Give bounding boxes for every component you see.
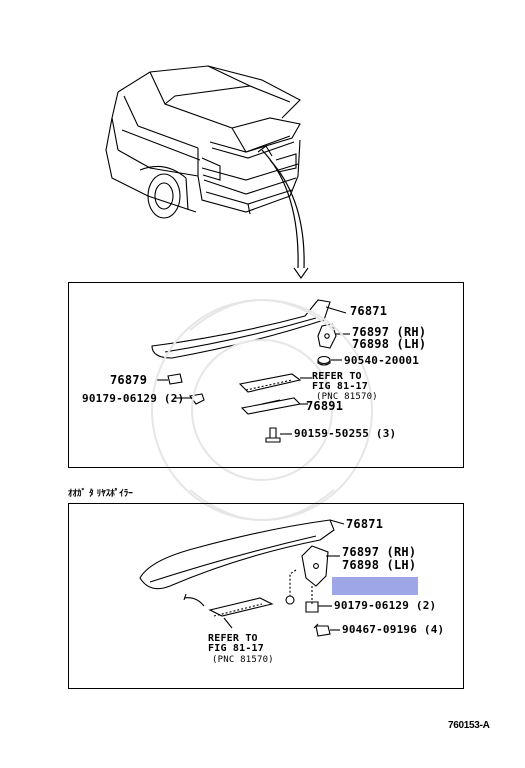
label-spoiler-bottom: 76871 (346, 517, 384, 531)
section-caption: ｵｵｶﾞ ﾀ ﾘﾔｽﾎﾟｲﾗｰ (68, 489, 133, 499)
label-ref-line1-top: REFER TO (312, 371, 362, 382)
label-ref-line1-bottom: REFER TO (208, 633, 258, 644)
label-bracket-lh-top: 76898 (LH) (352, 337, 427, 351)
top-parts-frame (68, 282, 464, 468)
label-spoiler-top: 76871 (350, 304, 388, 318)
label-ref-line3-bottom: (PNC 81570) (212, 655, 274, 665)
label-bolt-top: 90159-50255 (3) (294, 427, 397, 440)
car-illustration (105, 65, 309, 279)
label-clip-top: 90179-06129 (2) (82, 392, 185, 405)
label-pad-top: 76891 (306, 399, 344, 413)
label-ref-line2-top: FIG 81-17 (312, 381, 368, 392)
label-bracket-lh-bottom: 76898 (LH) (342, 558, 417, 572)
label-nut-bottom: 90467-09196 (4) (342, 623, 445, 636)
label-ref-line3-top: (PNC 81570) (316, 392, 378, 402)
label-ref-line2-bottom: FIG 81-17 (208, 643, 264, 654)
label-bracket-rh-top: 76897 (RH) (352, 325, 427, 339)
label-clip-bottom: 90179-06129 (2) (334, 599, 437, 612)
highlighted-part-row (332, 577, 418, 595)
figure-code: 760153-A (448, 720, 490, 731)
label-nut-top: 90540-20001 (344, 354, 420, 367)
label-bracket-rh-bottom: 76897 (RH) (342, 545, 417, 559)
watermark-emblem (151, 299, 373, 521)
top-parts (151, 299, 350, 443)
bottom-parts (139, 519, 345, 637)
label-plug-top: 76879 (110, 373, 148, 387)
bottom-parts-frame (68, 503, 464, 689)
